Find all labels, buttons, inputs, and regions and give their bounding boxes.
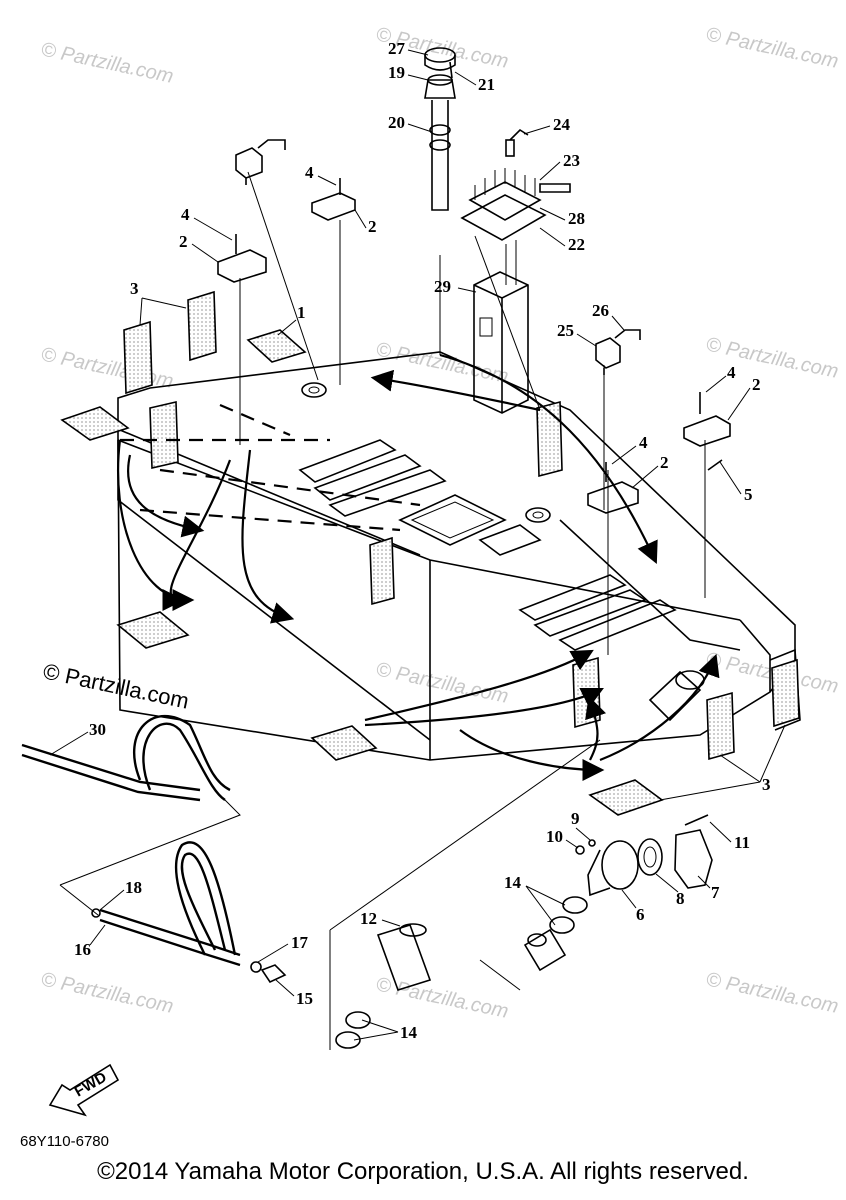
callout-12: 12 xyxy=(360,909,377,928)
callout-7: 7 xyxy=(711,883,720,902)
callout-9: 9 xyxy=(571,809,580,828)
vent-fitting xyxy=(595,329,641,375)
callout-4: 4 xyxy=(639,433,648,452)
callout-16: 16 xyxy=(74,940,91,959)
callout-22: 22 xyxy=(568,235,585,254)
watermark-text: © Partzilla.com xyxy=(39,38,175,88)
callout-11: 11 xyxy=(734,833,750,852)
callout-18: 18 xyxy=(125,878,142,897)
callout-4: 4 xyxy=(727,363,736,382)
callout-27: 27 xyxy=(388,39,406,58)
routing-dashed xyxy=(120,403,421,532)
routing-arrows xyxy=(116,353,720,781)
watermark-text: © Partzilla.com xyxy=(704,23,840,73)
tank-pads xyxy=(60,290,800,816)
callout-4: 4 xyxy=(181,205,190,224)
grommets xyxy=(301,382,551,523)
brackets xyxy=(217,178,731,514)
fwd-arrow: FWD xyxy=(48,1063,120,1117)
callout-26: 26 xyxy=(592,301,609,320)
callout-2: 2 xyxy=(752,375,761,394)
callout-5: 5 xyxy=(744,485,753,504)
callout-8: 8 xyxy=(676,889,685,908)
watermarks: © Partzilla.com © Partzilla.com © Partzi… xyxy=(39,23,840,1023)
callout-14: 14 xyxy=(400,1023,418,1042)
filler-assembly xyxy=(329,739,713,1050)
callout-23: 23 xyxy=(563,151,580,170)
callout-17: 17 xyxy=(291,933,309,952)
watermark-text: © Partzilla.com xyxy=(704,968,840,1018)
callout-2: 2 xyxy=(179,232,188,251)
callout-3: 3 xyxy=(762,775,771,794)
copyright-notice: ©2014 Yamaha Motor Corporation, U.S.A. A… xyxy=(97,1158,749,1185)
watermark-large-text: © Partzilla.com xyxy=(41,658,191,713)
callout-28: 28 xyxy=(568,209,585,228)
callout-21: 21 xyxy=(478,75,495,94)
callout-10: 10 xyxy=(546,827,563,846)
callout-25: 25 xyxy=(557,321,574,340)
fwd-label: FWD xyxy=(72,1069,110,1101)
callout-24: 24 xyxy=(553,115,571,134)
callout-29: 29 xyxy=(434,277,451,296)
watermark-text: © Partzilla.com xyxy=(39,968,175,1018)
leader-lines xyxy=(239,171,706,655)
breather-hoses xyxy=(21,714,287,984)
callout-6: 6 xyxy=(636,905,645,924)
callout-2: 2 xyxy=(660,453,669,472)
callout-15: 15 xyxy=(296,989,313,1008)
fuel-tank xyxy=(117,351,801,761)
callout-2: 2 xyxy=(368,217,377,236)
diagram-part-number: 68Y110-6780 xyxy=(20,1133,109,1150)
callout-3: 3 xyxy=(130,279,139,298)
callout-14: 14 xyxy=(504,873,522,892)
callout-4: 4 xyxy=(305,163,314,182)
callout-30: 30 xyxy=(89,720,106,739)
vent-fitting-left xyxy=(235,139,286,185)
pad-part-1 xyxy=(246,329,307,363)
watermark-text: © Partzilla.com xyxy=(704,333,840,383)
callout-20: 20 xyxy=(388,113,405,132)
callout-labels: 27 19 21 20 24 23 28 22 29 26 25 4 2 4 2… xyxy=(49,39,786,1042)
watermark-text: © Partzilla.com xyxy=(39,343,175,393)
callout-1: 1 xyxy=(297,303,306,322)
tank-grooves xyxy=(298,439,677,651)
callout-19: 19 xyxy=(388,63,405,82)
fuel-sender-assembly xyxy=(424,47,571,414)
